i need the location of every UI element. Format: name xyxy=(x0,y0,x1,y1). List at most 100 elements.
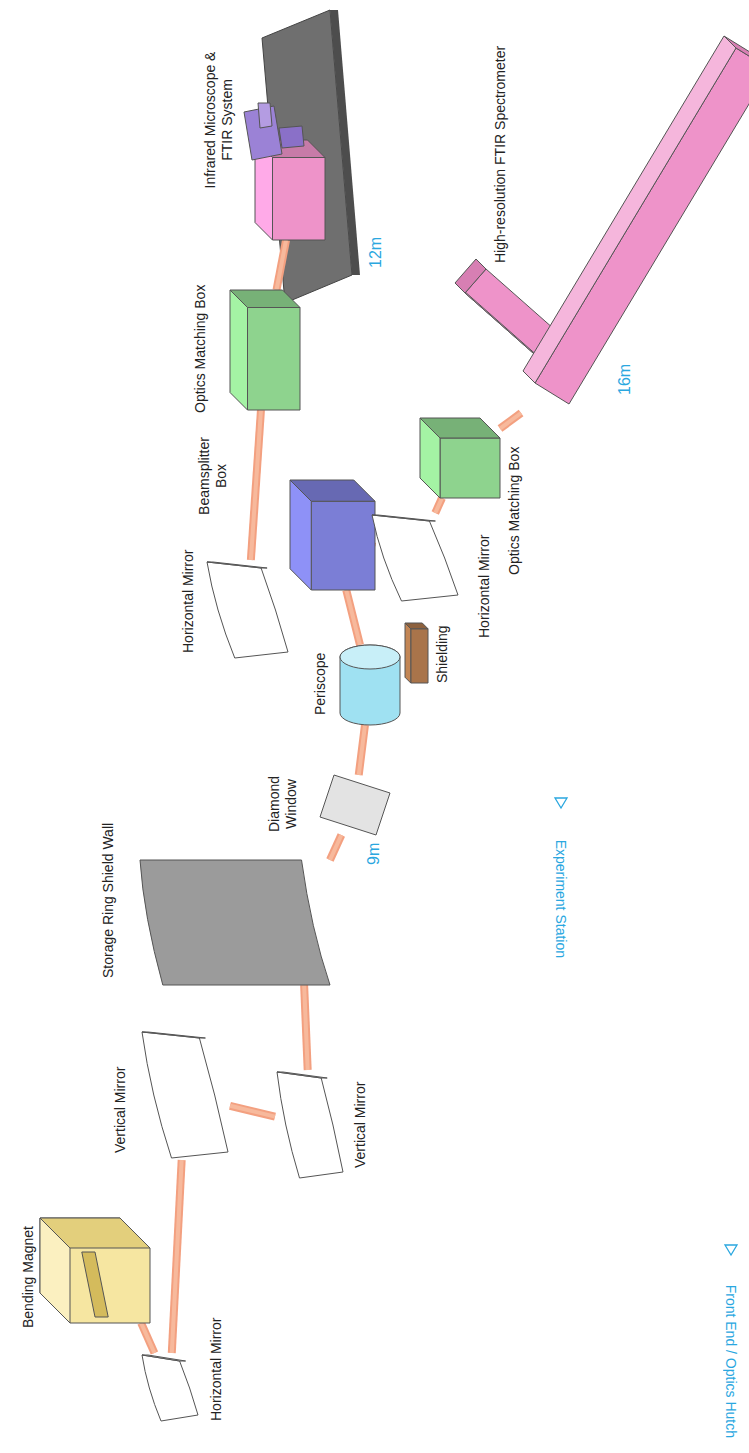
part-label: Horizontal Mirror xyxy=(476,535,493,638)
shape-face xyxy=(411,629,428,683)
part-label: Shielding xyxy=(434,625,451,683)
shielding-block: Shielding xyxy=(405,623,428,683)
beam-path xyxy=(435,498,442,513)
mirror-shape xyxy=(205,560,290,660)
beam-path xyxy=(500,413,521,429)
shape-face xyxy=(258,103,272,128)
beam-path xyxy=(359,725,365,775)
shape-face xyxy=(405,623,411,683)
zone-marker xyxy=(725,1245,737,1255)
beam-core xyxy=(304,985,308,1070)
beam-path xyxy=(251,410,261,560)
shape-face xyxy=(140,860,330,985)
distance-label: 16m xyxy=(615,364,634,395)
optics-matching-box: Optics Matching Box xyxy=(420,418,500,498)
shape-face xyxy=(273,158,326,241)
mirror: Vertical Mirror xyxy=(275,1070,345,1180)
diamond-window-shape xyxy=(320,775,390,835)
ir-microscope: Infrared Microscope & FTIR System xyxy=(240,103,325,240)
shape-face xyxy=(142,1355,198,1421)
beam-path xyxy=(141,1323,154,1353)
mirror-shape xyxy=(140,1030,230,1160)
part-label: Horizontal Mirror xyxy=(208,1318,225,1421)
part-label: High-resolution FTIR Spectrometer xyxy=(492,46,509,263)
shape-face xyxy=(340,645,400,669)
shape-face xyxy=(230,290,248,410)
shape-face xyxy=(440,438,500,498)
shield-wall-shape xyxy=(140,860,330,985)
diamond-window: Diamond Window xyxy=(320,775,390,835)
mirror: Horizontal Mirror xyxy=(140,1353,200,1423)
shape-face xyxy=(40,1218,150,1248)
shape-face xyxy=(455,259,486,293)
zone-label: Front End / Optics Hutch xyxy=(722,1285,739,1438)
periscope: Periscope xyxy=(340,645,400,725)
shape-face xyxy=(372,515,435,521)
mirror: Horizontal Mirror xyxy=(205,560,290,660)
beam-core xyxy=(435,498,442,513)
beam-core xyxy=(251,410,261,560)
beam-core xyxy=(276,240,286,290)
shape-face xyxy=(372,515,458,601)
beamsplitter-box-shape xyxy=(290,480,375,590)
shape-face xyxy=(420,418,500,438)
beam-core xyxy=(330,835,341,860)
beam-path xyxy=(330,835,341,860)
ftir-spectrometer-shape xyxy=(440,33,749,413)
beam-path xyxy=(230,1106,275,1117)
part-label: Infrared Microscope & FTIR System xyxy=(202,49,236,191)
table-edge xyxy=(330,10,360,275)
part-label: Optics Matching Box xyxy=(506,447,523,575)
beam-core xyxy=(141,1323,154,1353)
part-label: Horizontal Mirror xyxy=(180,550,197,653)
shape-face xyxy=(82,1252,108,1317)
part-label: Vertical Mirror xyxy=(352,1082,369,1168)
shape-face xyxy=(142,1032,205,1038)
shape-face xyxy=(290,480,375,501)
mirror-shape xyxy=(275,1070,345,1180)
part-label: Periscope xyxy=(312,653,329,715)
beam-path xyxy=(304,985,308,1070)
shape-face xyxy=(248,308,301,411)
beam-core xyxy=(172,1160,182,1353)
shape-face xyxy=(523,36,736,383)
shape-face xyxy=(277,1072,343,1178)
distance-label: 9m xyxy=(364,843,383,865)
bending-magnet-shape xyxy=(40,1218,150,1323)
beamsplitter-box: Beamsplitter Box xyxy=(290,480,375,590)
ftir-spectrometer: High-resolution FTIR Spectrometer xyxy=(440,33,749,413)
shape-face xyxy=(405,623,428,629)
shield-wall: Storage Ring Shield Wall xyxy=(140,860,330,985)
mirror: Horizontal Mirror xyxy=(370,513,460,603)
distance-label: 12m xyxy=(366,237,385,268)
shape-face xyxy=(279,126,304,148)
optics-matching-box: Optics Matching Box xyxy=(230,290,300,410)
beam-core xyxy=(500,413,521,429)
optics-matching-box-shape xyxy=(230,290,300,410)
shape-face xyxy=(230,290,300,308)
part-label: Diamond Window xyxy=(266,765,300,843)
zone-marker xyxy=(555,798,567,808)
beam-path xyxy=(346,590,360,645)
shape-face xyxy=(277,1072,327,1078)
part-label: Optics Matching Box xyxy=(192,285,209,413)
shape-face xyxy=(207,562,288,658)
shape-face xyxy=(535,48,749,404)
beam-core xyxy=(230,1106,275,1117)
optics-matching-box-shape xyxy=(420,418,500,498)
ir-microscope-shape xyxy=(240,103,325,240)
shape-face xyxy=(311,501,375,590)
part-label: Storage Ring Shield Wall xyxy=(100,823,117,978)
shape-face xyxy=(340,645,400,725)
shape-face xyxy=(320,775,390,835)
shape-face xyxy=(724,36,749,69)
beam-core xyxy=(359,725,365,775)
shape-face xyxy=(207,562,267,568)
shape-face xyxy=(142,1355,186,1361)
periscope-shape xyxy=(340,645,400,725)
part-label: Beamsplitter Box xyxy=(196,427,230,525)
part-label: Bending Magnet xyxy=(20,1226,37,1328)
part-label: Vertical Mirror xyxy=(112,1067,129,1153)
shielding-block-shape xyxy=(405,623,428,683)
mirror-shape xyxy=(370,513,460,603)
